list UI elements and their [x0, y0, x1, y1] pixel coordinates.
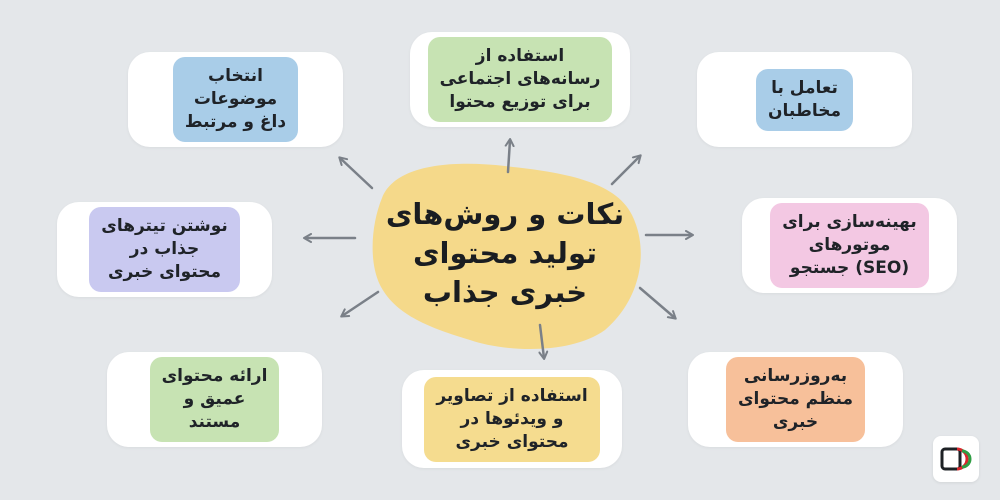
label-deep: ارائه محتوای عمیق و مستند — [149, 357, 280, 442]
label-topic: انتخاب موضوعات داغ و مرتبط — [172, 57, 299, 142]
card-seo: بهینه‌سازی برای موتورهای (SEO) جستجو — [742, 198, 957, 293]
arrow-to-social — [504, 138, 515, 174]
card-topic: انتخاب موضوعات داغ و مرتبط — [128, 52, 343, 147]
arrow-to-media — [538, 323, 549, 360]
center-blob — [372, 163, 641, 350]
arrow-to-update — [638, 286, 677, 320]
label-engage: تعامل با مخاطبان — [755, 68, 853, 131]
label-social: استفاده از رسانه‌های اجتماعی برای توزیع … — [427, 37, 613, 122]
label-update: به‌روزرسانی منظم محتوای خبری — [725, 357, 866, 442]
label-media: استفاده از تصاویر و ویدئوها در محتوای خب… — [424, 376, 600, 462]
label-seo: بهینه‌سازی برای موتورهای (SEO) جستجو — [770, 203, 929, 288]
arrow-to-engage — [610, 154, 642, 186]
card-media: استفاده از تصاویر و ویدئوها در محتوای خب… — [402, 370, 622, 468]
arrows-group — [303, 138, 694, 360]
arrow-to-topic — [338, 156, 374, 190]
card-social: استفاده از رسانه‌های اجتماعی برای توزیع … — [410, 32, 630, 127]
center-title: نکات و روش‌های تولید محتوای خبری جذاب — [385, 197, 625, 309]
card-update: به‌روزرسانی منظم محتوای خبری — [688, 352, 903, 447]
brand-logo-icon — [940, 447, 972, 471]
card-engage: تعامل با مخاطبان — [697, 52, 912, 147]
label-headline: نوشتن تیترهای جذاب در محتوای خبری — [89, 207, 240, 292]
card-deep: ارائه محتوای عمیق و مستند — [107, 352, 322, 447]
card-headline: نوشتن تیترهای جذاب در محتوای خبری — [57, 202, 272, 297]
arrow-to-deep — [340, 290, 380, 318]
brand-logo[interactable] — [933, 436, 979, 482]
